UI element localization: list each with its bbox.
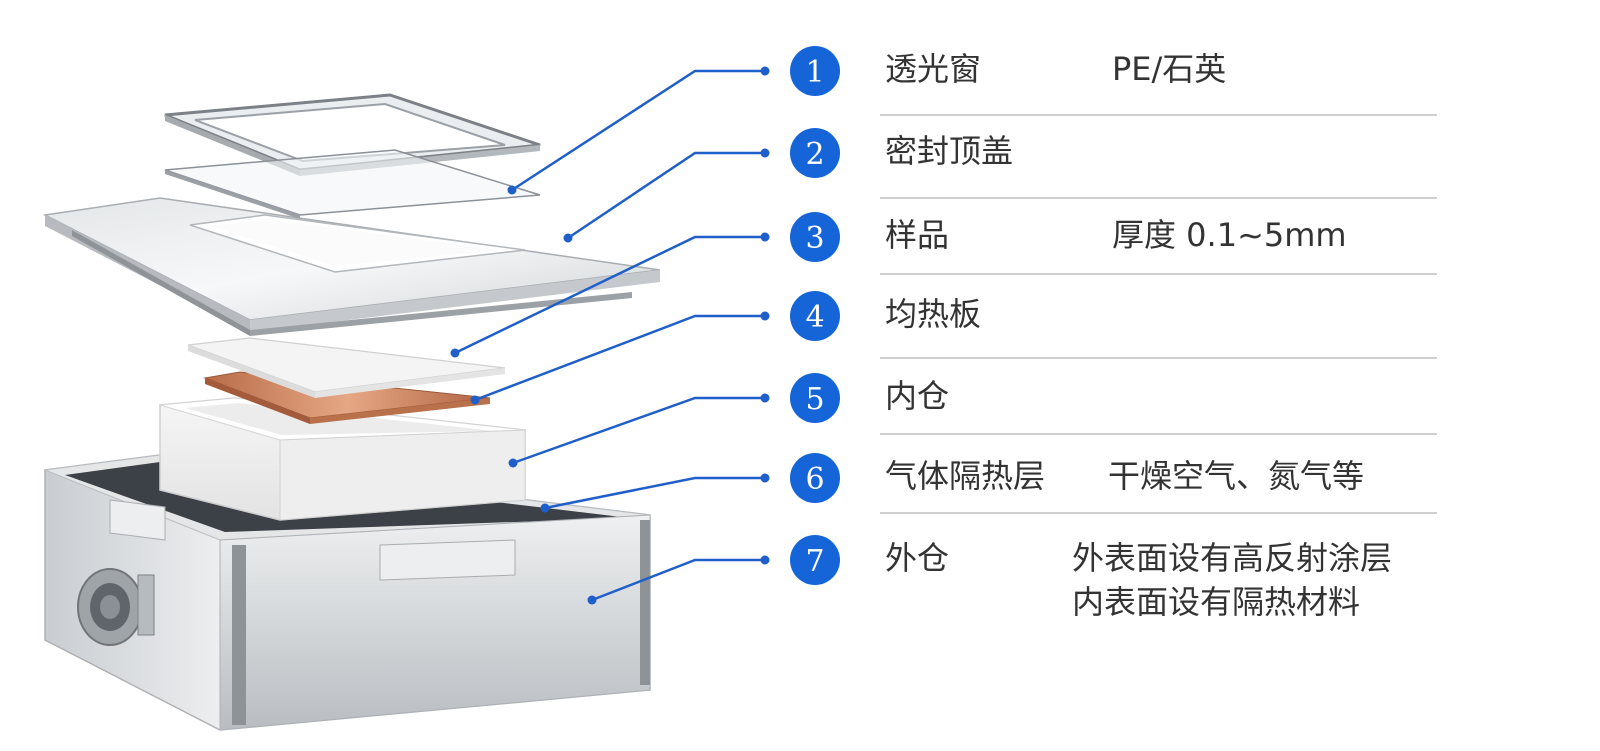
number-badge	[790, 291, 840, 341]
part-spec: PE/石英	[1112, 50, 1227, 88]
leader-dot	[760, 473, 770, 483]
number-badge-label: 2	[805, 137, 824, 172]
leader-dot	[760, 148, 770, 158]
number-badge	[790, 535, 840, 585]
leader-line	[544, 476, 765, 510]
leader-dot	[508, 458, 518, 468]
leader-dot	[563, 233, 573, 243]
part-spec: 内表面设有隔热材料	[1072, 583, 1361, 621]
leader-dot	[507, 185, 517, 195]
number-badge	[790, 453, 840, 503]
number-badge-label: 3	[805, 221, 824, 256]
leader-dot	[450, 348, 460, 358]
number-badge-label: 4	[805, 300, 824, 335]
leader-dot	[470, 395, 480, 405]
leader-line	[512, 396, 765, 465]
part-label: 密封顶盖	[885, 132, 1014, 170]
leader-line	[474, 314, 765, 402]
leader-dot	[760, 393, 770, 403]
leader-dot	[760, 232, 770, 242]
number-badge	[790, 128, 840, 178]
part-label: 外仓	[885, 539, 950, 577]
number-badge-label: 1	[805, 55, 824, 90]
leader-dot	[540, 503, 550, 513]
leader-dot	[760, 311, 770, 321]
part-spec: 厚度 0.1~5mm	[1112, 216, 1347, 254]
part-spec: 外表面设有高反射涂层	[1072, 539, 1393, 577]
leader-dot	[587, 595, 597, 605]
window-part	[164, 93, 541, 219]
leader-dot	[760, 66, 770, 76]
number-badge	[790, 46, 840, 96]
number-badge-label: 7	[805, 544, 824, 579]
leader-line	[591, 558, 765, 602]
number-badge	[790, 373, 840, 423]
leader-line	[567, 151, 765, 240]
sealing-cover-part	[42, 197, 661, 336]
number-badge-label: 5	[805, 382, 824, 417]
number-badge-label: 6	[805, 462, 824, 497]
sample-part	[187, 337, 506, 398]
leader-dot	[760, 555, 770, 565]
leader-line	[511, 69, 765, 192]
inner-chamber-part	[159, 397, 526, 521]
part-label: 内仓	[885, 377, 950, 415]
part-label: 透光窗	[885, 50, 982, 88]
part-label: 气体隔热层	[885, 457, 1046, 495]
part-label: 样品	[885, 216, 950, 254]
part-spec: 干燥空气、氮气等	[1108, 457, 1365, 495]
leader-line	[454, 235, 765, 355]
number-badge	[790, 212, 840, 262]
part-label: 均热板	[885, 295, 982, 333]
